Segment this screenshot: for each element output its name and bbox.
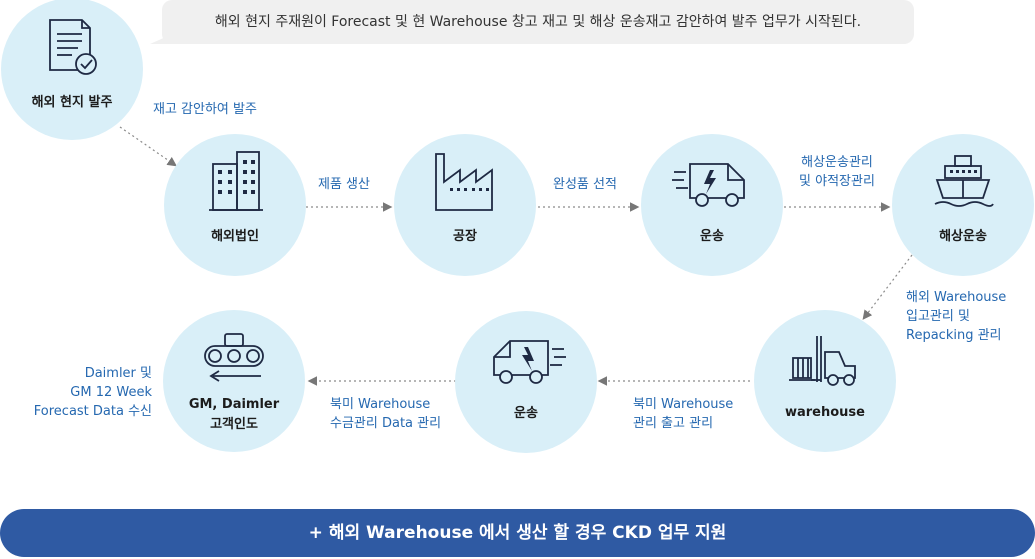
edge-label-line: 입고관리 및 — [906, 309, 970, 324]
node-factory: 공장 — [394, 134, 536, 276]
intro-bubble: 해외 현지 주재원이 Forecast 및 현 Warehouse 창고 재고 … — [162, 0, 914, 44]
node-label: 운송 — [700, 229, 724, 244]
edge-label-line: 해상운송관리 — [801, 155, 873, 170]
edge-label-line: 및 야적장관리 — [799, 174, 875, 189]
delivery-van-icon — [641, 156, 783, 220]
ship-icon — [892, 152, 1034, 216]
node-transport-2: 운송 — [455, 311, 597, 453]
node-label: warehouse — [784, 405, 865, 420]
factory-icon — [394, 148, 536, 212]
edge-label-receive: 북미 Warehouse 수금관리 Data 관리 — [330, 395, 441, 433]
delivery-van-icon — [455, 333, 597, 397]
buildings-icon — [164, 148, 306, 212]
node-sea-shipping: 해상운송 — [892, 134, 1034, 276]
edge-label-line: Repacking 관리 — [906, 328, 1002, 343]
conveyor-icon — [163, 330, 305, 394]
node-warehouse: warehouse — [754, 310, 896, 452]
edge-label-production: 제품 생산 — [318, 177, 370, 192]
connector-order — [119, 126, 177, 167]
ckd-support-banner: + 해외 Warehouse 에서 생산 할 경우 CKD 업무 지원 — [0, 509, 1035, 557]
edge-label-forecast: Daimler 및 GM 12 Week Forecast Data 수신 — [24, 364, 152, 421]
node-label: 해외법인 — [211, 229, 259, 244]
node-label-line1: GM, Daimler — [188, 397, 280, 412]
edge-label-line: 수금관리 Data 관리 — [330, 416, 442, 431]
node-overseas-order: 해외 현지 발주 — [1, 0, 143, 140]
edge-label-sea-mgmt: 해상운송관리 및 야적장관리 — [794, 153, 880, 191]
edge-label-shipment: 완성품 선적 — [553, 177, 617, 192]
edge-label-line: 관리 출고 관리 — [633, 416, 714, 431]
edge-label-wh-in: 해외 Warehouse 입고관리 및 Repacking 관리 — [906, 288, 1006, 345]
banner-text: + 해외 Warehouse 에서 생산 할 경우 CKD 업무 지원 — [308, 523, 727, 543]
document-check-icon — [1, 16, 143, 80]
node-customer-delivery: GM, Daimler 고객인도 — [163, 310, 305, 452]
edge-label-order: 재고 감안하여 발주 — [153, 102, 257, 117]
edge-label-line: 북미 Warehouse — [633, 397, 734, 412]
edge-label-line: Daimler 및 — [84, 366, 152, 381]
node-label: 공장 — [453, 229, 477, 244]
intro-text: 해외 현지 주재원이 Forecast 및 현 Warehouse 창고 재고 … — [214, 14, 862, 30]
connector-wh-in — [862, 254, 913, 320]
node-label: 해외 현지 발주 — [31, 95, 113, 110]
edge-label-line: Forecast Data 수신 — [33, 404, 152, 419]
node-label: 운송 — [514, 406, 538, 421]
node-subsidiary: 해외법인 — [164, 134, 306, 276]
edge-label-wh-out: 북미 Warehouse 관리 출고 관리 — [633, 395, 733, 433]
edge-label-line: 북미 Warehouse — [330, 397, 431, 412]
forklift-icon — [754, 330, 896, 394]
node-label: 해상운송 — [939, 229, 987, 244]
edge-label-line: 해외 Warehouse — [906, 290, 1007, 305]
node-transport-1: 운송 — [641, 134, 783, 276]
node-label-line2: 고객인도 — [210, 417, 258, 432]
edge-label-line: GM 12 Week — [70, 385, 152, 400]
